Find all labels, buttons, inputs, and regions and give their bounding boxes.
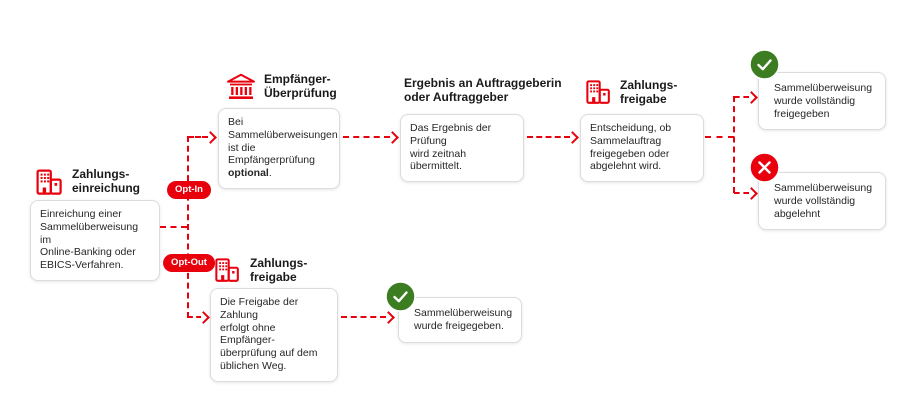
node-body-freigabe-optout: Die Freigabe der Zahlung erfolgt ohne Em… xyxy=(210,288,338,382)
outcome-approved-optout: Sammelüberweisung wurde freigegeben. xyxy=(398,297,522,343)
bank-icon xyxy=(226,73,256,100)
outcome-rejected-full: Sammelüberweisung wurde vollständig abge… xyxy=(758,172,886,231)
node-title-ueberpruefung: Empfänger- Überprüfung xyxy=(264,72,337,100)
connector-ueberpruefung-ergebnis xyxy=(343,136,390,138)
success-check-icon xyxy=(385,281,416,312)
outcome-approved-full: Sammelüberweisung wurde vollständig frei… xyxy=(758,72,886,131)
connector-split-vertical xyxy=(187,136,189,318)
node-title-freigabe-optout: Zahlungs- freigabe xyxy=(250,256,308,284)
node-body-einreichung: Einreichung einer Sammelüberweisung im O… xyxy=(30,200,160,281)
body-text: Bei Sammelüberweisungen ist die Empfänge… xyxy=(228,116,338,167)
connector-approved-arrow xyxy=(734,96,749,98)
node-body-ergebnis: Das Ergebnis der Prüfung wird zeitnah üb… xyxy=(400,114,524,183)
connector-rejected-arrow xyxy=(734,192,749,194)
body-text-bold: optional xyxy=(228,167,269,180)
node-body-freigabe-optin: Entscheidung, ob Sammelauftrag freigegeb… xyxy=(580,114,704,183)
success-check-icon xyxy=(749,49,780,80)
node-title-einreichung: Zahlungs- einreichung xyxy=(72,167,141,195)
building-icon xyxy=(584,78,612,106)
opt-in-badge: Opt-In xyxy=(167,181,211,199)
node-title-freigabe-optin: Zahlungs- freigabe xyxy=(620,78,678,106)
node-body-ueberpruefung: Bei Sammelüberweisungen ist die Empfänge… xyxy=(218,108,340,189)
opt-out-badge: Opt-Out xyxy=(163,254,215,272)
building-icon xyxy=(34,167,64,197)
connector-optout-arrow xyxy=(188,316,201,318)
connector-optout-outcome xyxy=(341,316,386,318)
connector-freigabe-branch xyxy=(705,136,734,138)
connector-optin-arrow xyxy=(188,136,208,138)
error-cross-icon xyxy=(749,152,780,183)
node-title-ergebnis: Ergebnis an Auftraggeberin oder Auftragg… xyxy=(404,76,562,104)
connector-branch-vertical xyxy=(733,96,735,193)
connector-einreichung-split xyxy=(160,226,187,228)
body-text-suffix: . xyxy=(268,167,272,180)
building-icon xyxy=(213,256,241,284)
connector-ergebnis-freigabe xyxy=(527,136,570,138)
